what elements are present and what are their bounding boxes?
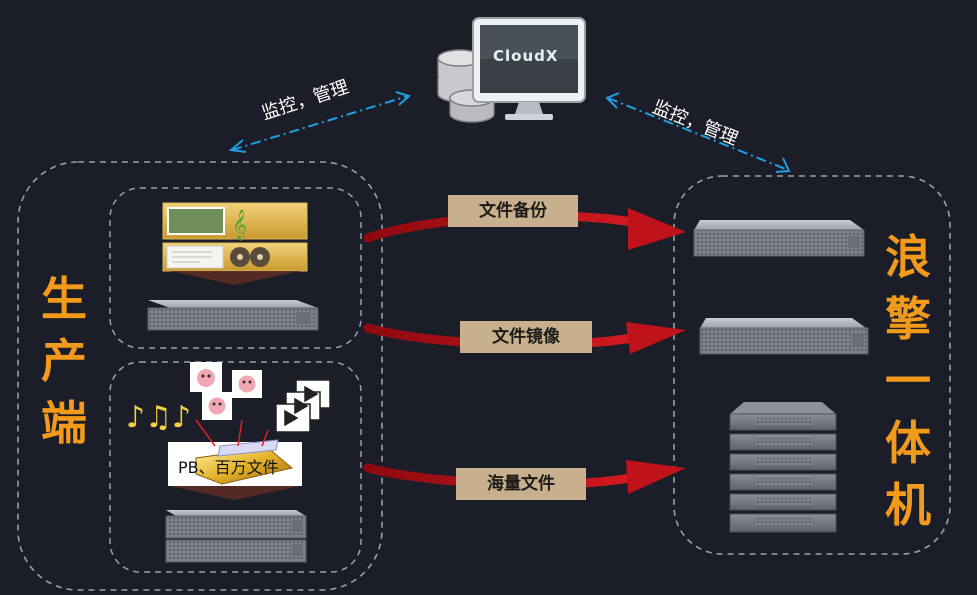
- music-note-icon: ♪♫♪: [126, 400, 191, 435]
- storage-array-icon: [729, 402, 837, 533]
- flow-label-mass: 海量文件: [456, 468, 586, 500]
- appliance-title-char: 一: [885, 354, 931, 408]
- appliance-title-char: 浪: [885, 230, 931, 284]
- appliance-title-char: 擎: [885, 292, 931, 346]
- monitor-link-left: [228, 91, 411, 153]
- appliance-title-char: 体: [885, 416, 931, 470]
- pb-files-label: PB、百万文件: [178, 458, 279, 477]
- rack-server-icon: [699, 318, 869, 355]
- production-group-border: [17, 161, 383, 591]
- flow-label-backup: 文件备份: [448, 195, 578, 227]
- rack-server-icon: [147, 300, 319, 331]
- production-upper-box: [109, 187, 362, 349]
- svg-text:♪♫♪: ♪♫♪: [126, 400, 191, 435]
- funnel-shadow: [170, 271, 300, 285]
- photo-icon: [190, 362, 262, 420]
- production-title: 生 产 端: [34, 268, 94, 454]
- film-icon: [275, 379, 331, 433]
- production-title-char: 端: [41, 396, 87, 450]
- film-icon: [162, 242, 308, 272]
- gold-storage-icon: [168, 419, 302, 486]
- production-title-char: 生: [41, 272, 87, 326]
- production-lower-box: [109, 361, 362, 573]
- rack-server-icon: [165, 510, 307, 563]
- svg-text:𝄞: 𝄞: [232, 209, 247, 241]
- production-title-char: 产: [41, 334, 87, 388]
- flow-label-mirror: 文件镜像: [460, 321, 592, 353]
- appliance-group-border: [673, 175, 951, 555]
- appliance-title-char: 机: [885, 478, 931, 532]
- monitor-link-right: [605, 92, 791, 173]
- cloudx-label: CloudX: [493, 47, 559, 65]
- monitor-icon: [472, 17, 586, 120]
- funnel-shadow: [170, 486, 300, 500]
- appliance-title: 浪 擎 一 体 机: [878, 226, 938, 536]
- rack-server-icon: [693, 220, 865, 257]
- folder-icon: 𝄞: [162, 202, 308, 241]
